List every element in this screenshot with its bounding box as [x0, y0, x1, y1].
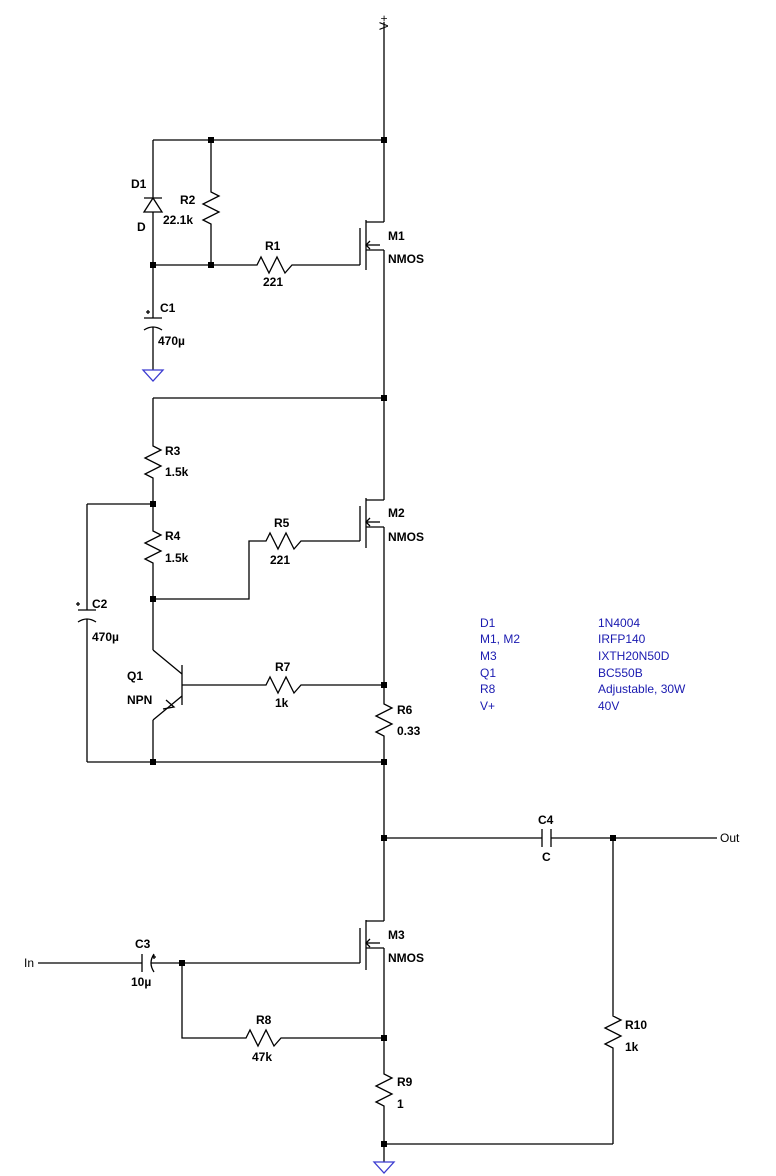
m3-value-label: NMOS [388, 951, 424, 965]
wires [38, 22, 717, 1162]
r10-value-label: 1k [625, 1040, 639, 1054]
r5-value-label: 221 [270, 553, 290, 567]
r9-ref-label: R9 [397, 1075, 413, 1089]
resistor-r5 [262, 531, 306, 551]
parts-table-ref: R8 [480, 682, 496, 696]
parts-table-part: IXTH20N50D [598, 649, 670, 663]
r2-value-label: 22.1k [163, 213, 193, 227]
nmos-m2 [359, 498, 384, 548]
c2-value-label: 470µ [92, 630, 119, 644]
r7-value-label: 1k [275, 696, 289, 710]
parts-table-ref: M3 [480, 649, 497, 663]
d1-ref-label: D1 [131, 177, 147, 191]
diode-d1 [142, 190, 164, 220]
r8-value-label: 47k [252, 1050, 272, 1064]
r5-ref-label: R5 [274, 516, 290, 530]
resistor-r1 [252, 255, 297, 275]
m3-ref-label: M3 [388, 928, 405, 942]
r1-ref-label: R1 [265, 239, 281, 253]
ground-symbol-bottom [372, 1161, 396, 1174]
resistor-r2 [201, 188, 221, 228]
r3-value-label: 1.5k [165, 465, 189, 479]
r3-ref-label: R3 [165, 444, 181, 458]
d1-value-label: D [137, 220, 146, 234]
input-net-label: In [24, 956, 34, 970]
r1-value-label: 221 [263, 275, 283, 289]
r6-value-label: 0.33 [397, 724, 421, 738]
capacitor-c2 [76, 602, 97, 623]
resistor-r7 [262, 675, 306, 695]
resistor-r6 [374, 700, 394, 740]
capacitor-c3 [141, 953, 156, 973]
capacitor-c4 [541, 829, 552, 847]
q1-value-label: NPN [127, 693, 152, 707]
r4-value-label: 1.5k [165, 551, 189, 565]
parts-table-part: 40V [598, 699, 619, 713]
parts-table: D1 1N4004 M1, M2 IRFP140 M3 IXTH20N50D Q… [480, 616, 686, 713]
parts-table-ref: D1 [480, 616, 496, 630]
capacitor-c1 [143, 310, 163, 331]
parts-table-ref: Q1 [480, 666, 496, 680]
r2-ref-label: R2 [180, 193, 196, 207]
m1-ref-label: M1 [388, 229, 405, 243]
r4-ref-label: R4 [165, 529, 181, 543]
r7-ref-label: R7 [275, 660, 291, 674]
supply-net-label: V+ [377, 15, 391, 30]
parts-table-part: 1N4004 [598, 616, 640, 630]
c3-ref-label: C3 [135, 937, 151, 951]
resistor-r9 [374, 1070, 394, 1110]
m1-value-label: NMOS [388, 252, 424, 266]
m2-value-label: NMOS [388, 530, 424, 544]
q1-ref-label: Q1 [127, 669, 143, 683]
c3-value-label: 10µ [131, 975, 151, 989]
nmos-m1 [359, 220, 384, 270]
r8-ref-label: R8 [256, 1013, 272, 1027]
r10-ref-label: R10 [625, 1018, 647, 1032]
c1-ref-label: C1 [160, 301, 176, 315]
r9-value-label: 1 [397, 1097, 404, 1111]
ground-symbol-c1 [141, 369, 165, 382]
resistor-r8 [242, 1028, 286, 1048]
output-net-label: Out [720, 831, 740, 845]
parts-table-part: IRFP140 [598, 632, 646, 646]
resistor-r4 [143, 527, 163, 565]
resistor-r3 [143, 442, 163, 484]
resistor-r10 [603, 1012, 623, 1058]
c2-ref-label: C2 [92, 597, 108, 611]
c1-value-label: 470µ [158, 334, 185, 348]
c4-value-label: C [542, 850, 551, 864]
parts-table-ref: M1, M2 [480, 632, 520, 646]
m2-ref-label: M2 [388, 506, 405, 520]
nmos-m3 [359, 920, 384, 970]
c4-ref-label: C4 [538, 813, 554, 827]
r6-ref-label: R6 [397, 703, 413, 717]
npn-transistor-q1 [152, 649, 183, 721]
junction-dots [150, 137, 616, 1147]
parts-table-part: BC550B [598, 666, 643, 680]
parts-table-ref: V+ [480, 699, 495, 713]
parts-table-part: Adjustable, 30W [598, 682, 686, 696]
